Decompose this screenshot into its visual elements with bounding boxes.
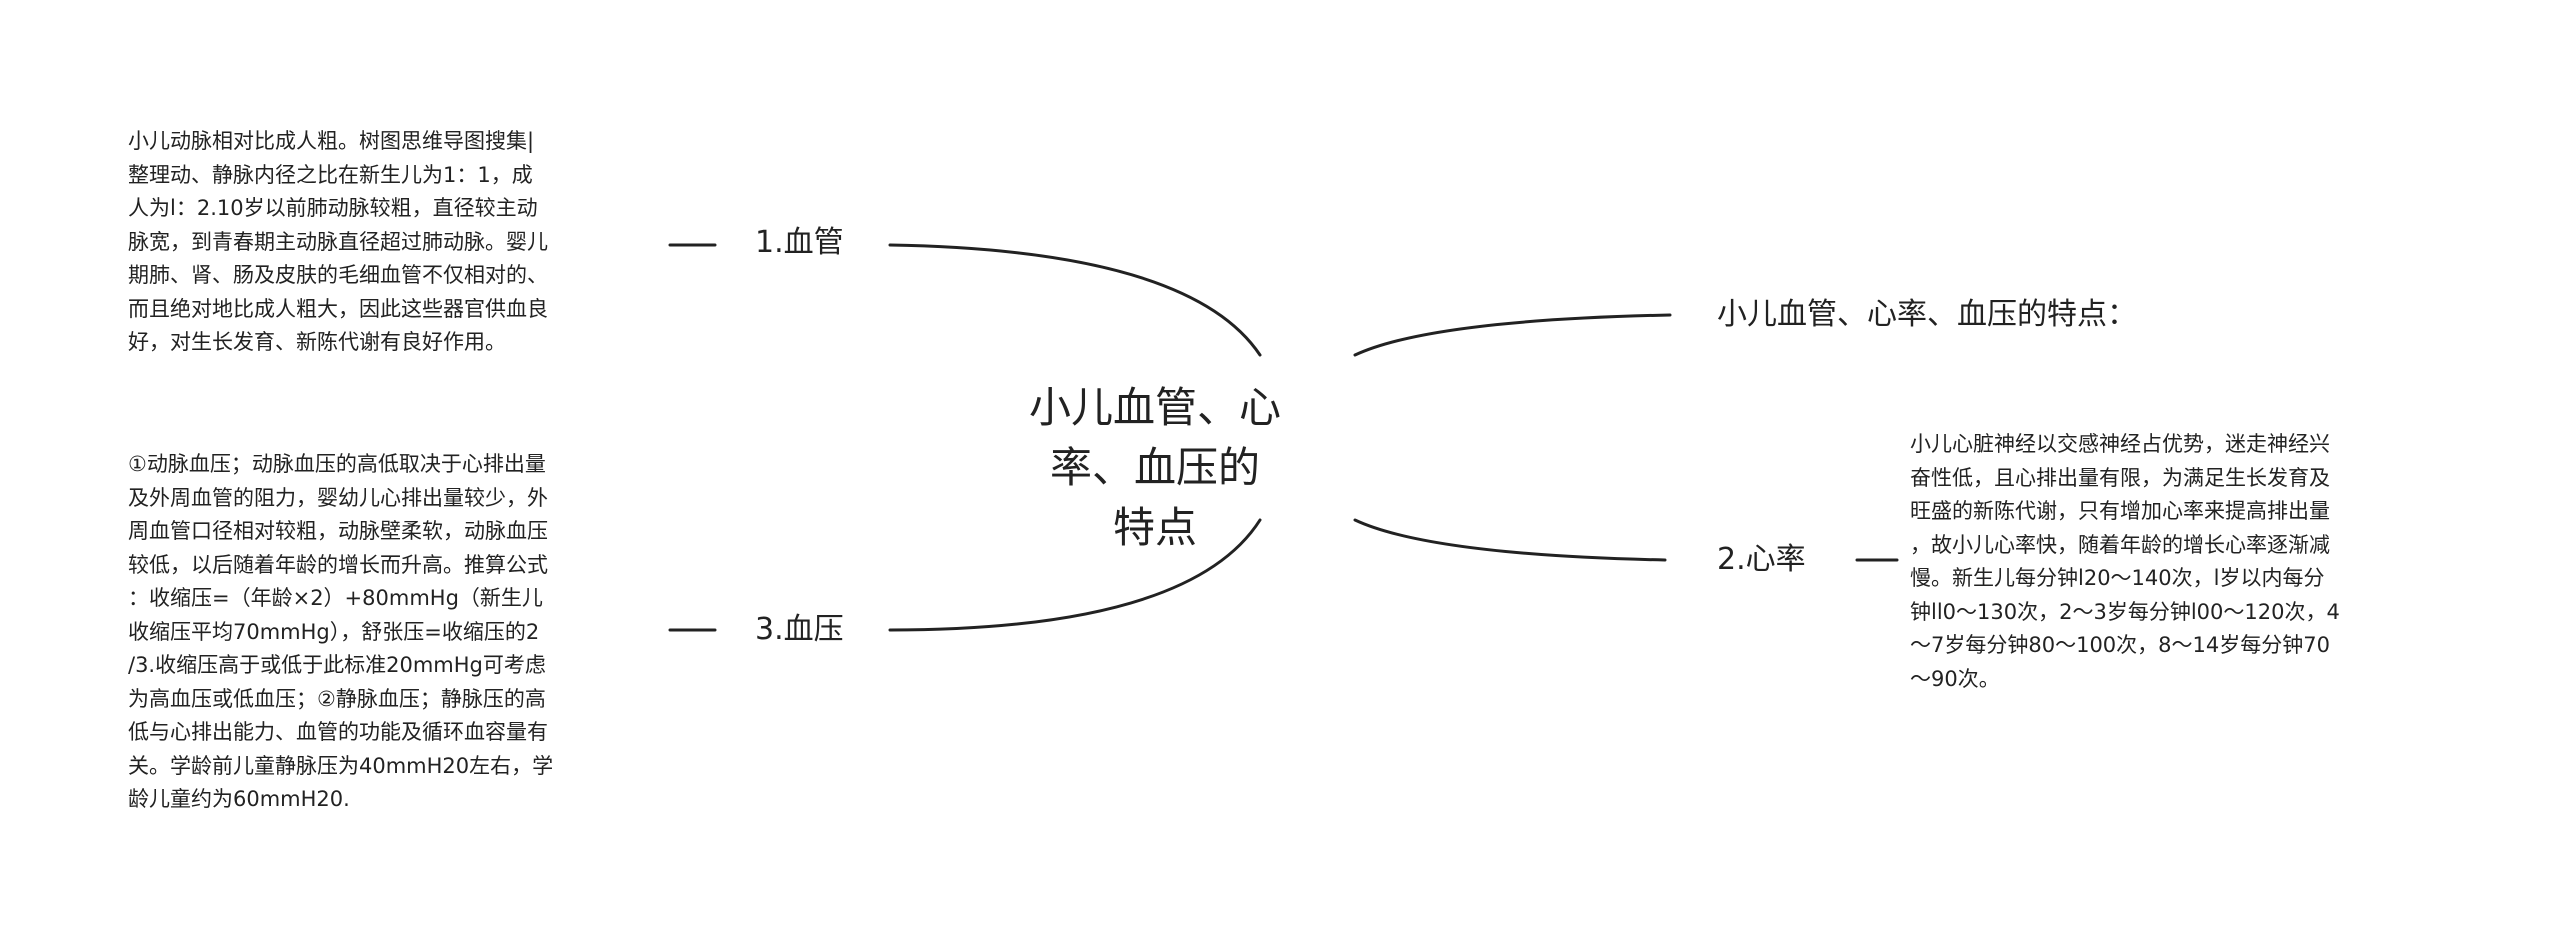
connector-root-heartrate [1353, 518, 1667, 562]
branch-vessel[interactable]: 1.血管 [755, 225, 844, 260]
branch-pressure[interactable]: 3.血压 [755, 612, 844, 647]
connector-root-summary [1353, 313, 1672, 357]
root-title-line2: 特点 [1112, 503, 1197, 552]
branch-heart-rate[interactable]: 2.心率 [1717, 542, 1806, 577]
pressure-detail-text[interactable]: ①动脉血压；动脉血压的高低取决于心排出量 及外周血管的阻力，婴幼儿心排出量较少，… [128, 452, 554, 811]
root-title-line1: 小儿血管、心率、血压的 [1028, 383, 1281, 492]
connector-root-vessel [888, 243, 1262, 357]
branch-summary[interactable]: 小儿血管、心率、血压的特点： [1717, 297, 2137, 332]
heart-rate-detail-text[interactable]: 小儿心脏神经以交感神经占优势，迷走神经兴 奋性低，且心排出量有限，为满足生长发育… [1910, 432, 2340, 691]
root-topic[interactable]: 小儿血管、心率、血压的 特点 [990, 378, 1320, 558]
vessel-detail-text[interactable]: 小儿动脉相对比成人粗。树图思维导图搜集| 整理动、静脉内径之比在新生儿为1：1，… [128, 129, 548, 354]
connector-root-pressure [888, 518, 1262, 632]
